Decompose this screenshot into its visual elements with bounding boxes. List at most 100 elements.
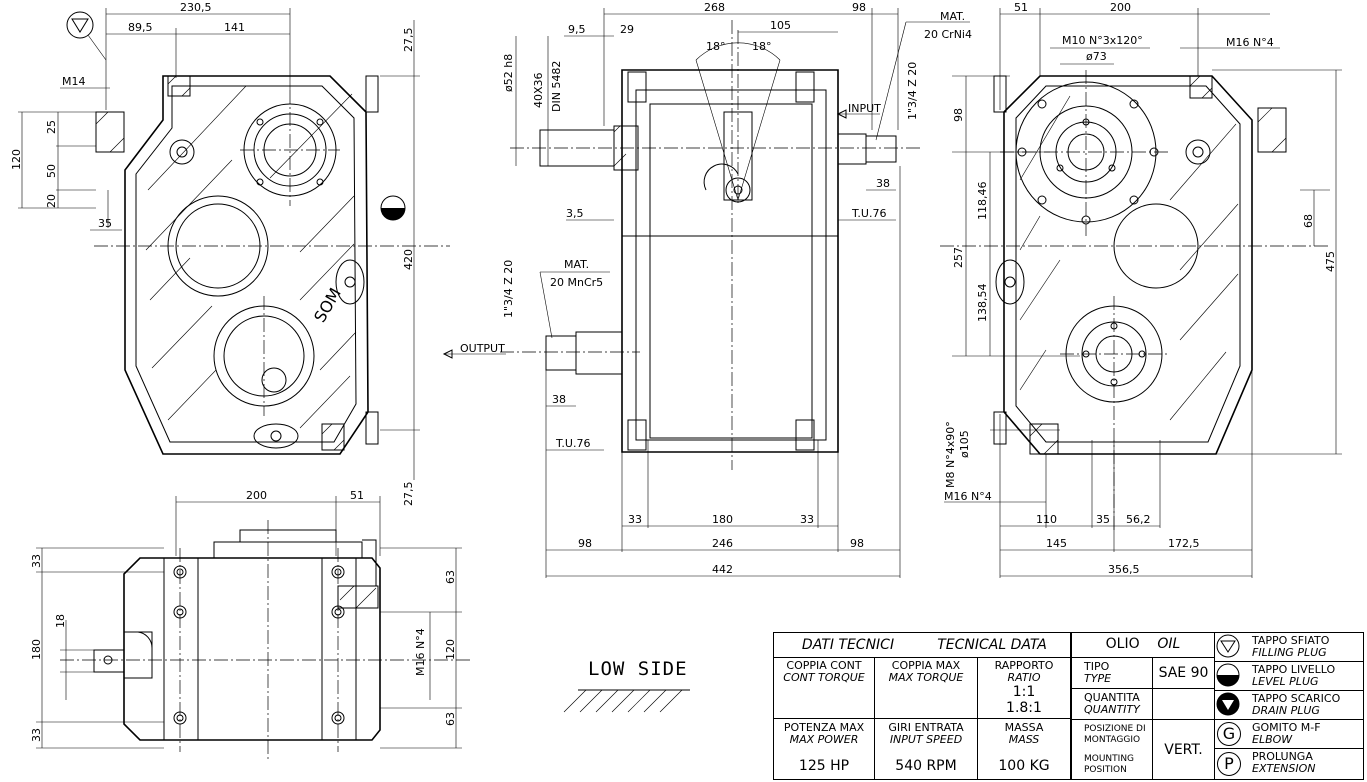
dim-tu76-top: T.U.76 (851, 207, 886, 220)
dim-200-bottom: 200 (246, 489, 267, 502)
dim-29: 29 (620, 23, 634, 36)
label-m16-bottom: M16 N°4 (944, 490, 992, 503)
dim-420: 420 (402, 249, 415, 270)
label-input: INPUT (848, 102, 881, 115)
extension-icon: P (1217, 752, 1241, 776)
mat-top-label: MAT. (940, 10, 965, 23)
front-view-right: 51 200 M10 N°3x120° ø73 M16 N°4 98 118,4… (940, 1, 1342, 578)
label-m10: M10 N°3x120° (1062, 34, 1143, 47)
quantita: QUANTITA QUANTITY (1071, 688, 1153, 720)
mat-top-value: 20 CrNi4 (924, 28, 972, 41)
oil-header: OLIO OIL (1105, 636, 1181, 652)
rapporto: RAPPORTO RATIO 1:1 1.8:1 (977, 657, 1071, 719)
massa: MASSA MASS 100 KG (977, 718, 1071, 780)
coppia-cont: COPPIA CONT CONT TORQUE (773, 657, 875, 719)
legend-row-level: TAPPO LIVELLO LEVEL PLUG (1214, 661, 1364, 691)
legend-row-drain: TAPPO SCARICO DRAIN PLUG (1214, 690, 1364, 720)
dim-257: 257 (952, 247, 965, 268)
filling-plug-icon (1216, 634, 1240, 658)
dim-98-right-view: 98 (952, 108, 965, 122)
low-side-label: LOW SIDE (588, 658, 688, 680)
dim-200-top: 200 (1110, 1, 1131, 14)
label-m16-top: M16 N°4 (1226, 36, 1274, 49)
legend-row-filling: TAPPO SFIATO FILLING PLUG (1214, 632, 1364, 662)
dim-38-top: 38 (876, 177, 890, 190)
dim-180-bl: 180 (30, 639, 43, 660)
dim-18: 18 (54, 614, 67, 628)
dim-172-5: 172,5 (1168, 537, 1200, 550)
drain-plug-symbol (261, 367, 287, 393)
potenza: POTENZA MAX MAX POWER 125 HP (773, 718, 875, 780)
label-m14: M14 (62, 75, 86, 88)
coppia-max: COPPIA MAX MAX TORQUE (874, 657, 978, 719)
side-view-middle: 18° 18° INPUT OUTPUT MAT. 20 CrNi4 1"3/4… (442, 1, 972, 578)
dim-475: 475 (1324, 251, 1337, 272)
mat-bottom-value: 20 MnCr5 (550, 276, 603, 289)
dim-141: 141 (224, 21, 245, 34)
dim-35-right: 35 (1096, 513, 1110, 526)
dim-68: 68 (1302, 214, 1315, 228)
dim-356-5: 356,5 (1108, 563, 1140, 576)
quantita-value (1152, 688, 1215, 720)
som-logo: SOM (310, 284, 345, 325)
elbow-icon: G (1217, 722, 1241, 746)
dim-38-bottom: 38 (552, 393, 566, 406)
dim-50: 50 (45, 164, 58, 178)
tech-header-it: DATI TECNICI (801, 637, 895, 653)
tipo-value: SAE 90 (1152, 657, 1215, 689)
shaft-out-spec: 1"3/4 Z 20 (502, 260, 515, 318)
legend-row-elbow: G GOMITO M-F ELBOW (1214, 719, 1364, 749)
level-plug-symbol (380, 195, 406, 221)
dim-63-bottom: 63 (444, 712, 457, 726)
dim-180: 180 (712, 513, 733, 526)
din-label: DIN 5482 (550, 61, 563, 112)
dim-33-bl-bottom: 33 (30, 728, 43, 742)
dim-120: 120 (10, 149, 23, 170)
angle-18-right: 18° (752, 40, 772, 53)
dim-9-5: 9,5 (568, 23, 586, 36)
dim-51-bottom: 51 (350, 489, 364, 502)
shaft-in-spec: 1"3/4 Z 20 (906, 62, 919, 120)
title-block-legend: TAPPO SFIATO FILLING PLUG TAPPO LIVELLO … (1214, 632, 1364, 780)
legend-row-extension: P PROLUNGA EXTENSION (1214, 748, 1364, 780)
dim-105: 105 (770, 19, 791, 32)
dim-51-top: 51 (1014, 1, 1028, 14)
dim-145: 145 (1046, 537, 1067, 550)
dim-tu76-bottom: T.U.76 (555, 437, 590, 450)
dim-33-left: 33 (628, 513, 642, 526)
front-view-left: SOM 230,5 89,5 141 (10, 1, 450, 506)
dim-118-46: 118,46 (976, 182, 989, 221)
drain-plug-icon (1216, 692, 1240, 716)
mat-bottom-label: MAT. (564, 258, 589, 271)
giri: GIRI ENTRATA INPUT SPEED 540 RPM (874, 718, 978, 780)
label-m16-bl: M16 N°4 (414, 628, 427, 676)
tech-header-en: TECNICAL DATA (937, 637, 1047, 653)
posizione-value: VERT. (1152, 719, 1215, 780)
dim-442: 442 (712, 563, 733, 576)
dim-98-left: 98 (578, 537, 592, 550)
filling-plug-symbol (66, 11, 107, 61)
dim-27-5-top: 27,5 (402, 28, 415, 53)
dim-246: 246 (712, 537, 733, 550)
label-d105: ø105 (958, 430, 971, 458)
dim-56-2: 56,2 (1126, 513, 1151, 526)
dim-89-5: 89,5 (128, 21, 153, 34)
dim-138-54: 138,54 (976, 284, 989, 323)
dim-120-bl: 120 (444, 639, 457, 660)
label-m8: M8 N°4x90° (944, 421, 957, 488)
label-d73: ø73 (1086, 50, 1107, 63)
title-block-oil: OLIO OIL TIPO TYPE SAE 90 QUANTITA QUANT… (1071, 632, 1215, 780)
top-view-bottom: 200 51 33 180 18 33 63 120 63 M16 N°4 (30, 489, 470, 760)
label-output: OUTPUT (460, 342, 505, 355)
dim-63-top: 63 (444, 570, 457, 584)
dia52-label: ø52 h8 (502, 54, 515, 92)
tipo: TIPO TYPE (1071, 657, 1153, 689)
dim-33-bl-top: 33 (30, 554, 43, 568)
dim-3-5: 3,5 (566, 207, 584, 220)
dim-35: 35 (98, 217, 112, 230)
dim-110: 110 (1036, 513, 1057, 526)
dim-98-right: 98 (850, 537, 864, 550)
angle-18-left: 18° (706, 40, 726, 53)
dim-27-5-bottom: 27,5 (402, 482, 415, 507)
